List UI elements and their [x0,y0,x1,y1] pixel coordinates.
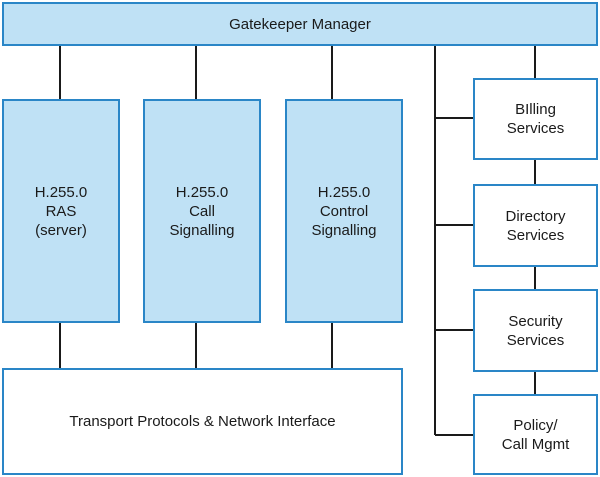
h255-control-line-3: Signalling [311,221,377,239]
billing-services-box: BIlling Services [473,78,598,160]
security-services-line-2: Services [506,331,565,349]
h255-ras-line-1: H.255.0 [34,183,88,201]
h255-control-signalling-box: H.255.0 Control Signalling [285,99,403,323]
h255-control-line-2: Control [319,202,369,220]
h255-call-signalling-box: H.255.0 Call Signalling [143,99,261,323]
policy-call-mgmt-box: Policy/ Call Mgmt [473,394,598,475]
billing-services-line-1: BIlling [515,101,556,118]
gatekeeper-manager-box: Gatekeeper Manager [2,2,598,46]
billing-services-line-2: Services [506,120,565,137]
directory-services-line-1: Directory [505,207,566,225]
h255-control-line-1: H.255.0 [317,183,371,201]
h255-call-line-3: Signalling [169,221,235,239]
h255-call-line-2: Call [189,202,215,220]
transport-protocols-box: Transport Protocols & Network Interface [2,368,403,475]
security-services-box: Security Services [473,289,598,372]
h255-ras-line-2: RAS [45,202,77,220]
h255-ras-line-3: (server) [35,221,87,239]
transport-protocols-label: Transport Protocols & Network Interface [69,413,336,430]
security-services-line-1: Security [508,312,563,330]
directory-services-line-2: Services [506,226,565,244]
h255-ras-box: H.255.0 RAS (server) [2,99,120,323]
directory-services-box: Directory Services [473,184,598,267]
gatekeeper-manager-label: Gatekeeper Manager [229,15,371,33]
h255-call-line-1: H.255.0 [175,183,229,201]
policy-call-mgmt-line-1: Policy/ [513,416,558,434]
policy-call-mgmt-line-2: Call Mgmt [501,435,570,453]
